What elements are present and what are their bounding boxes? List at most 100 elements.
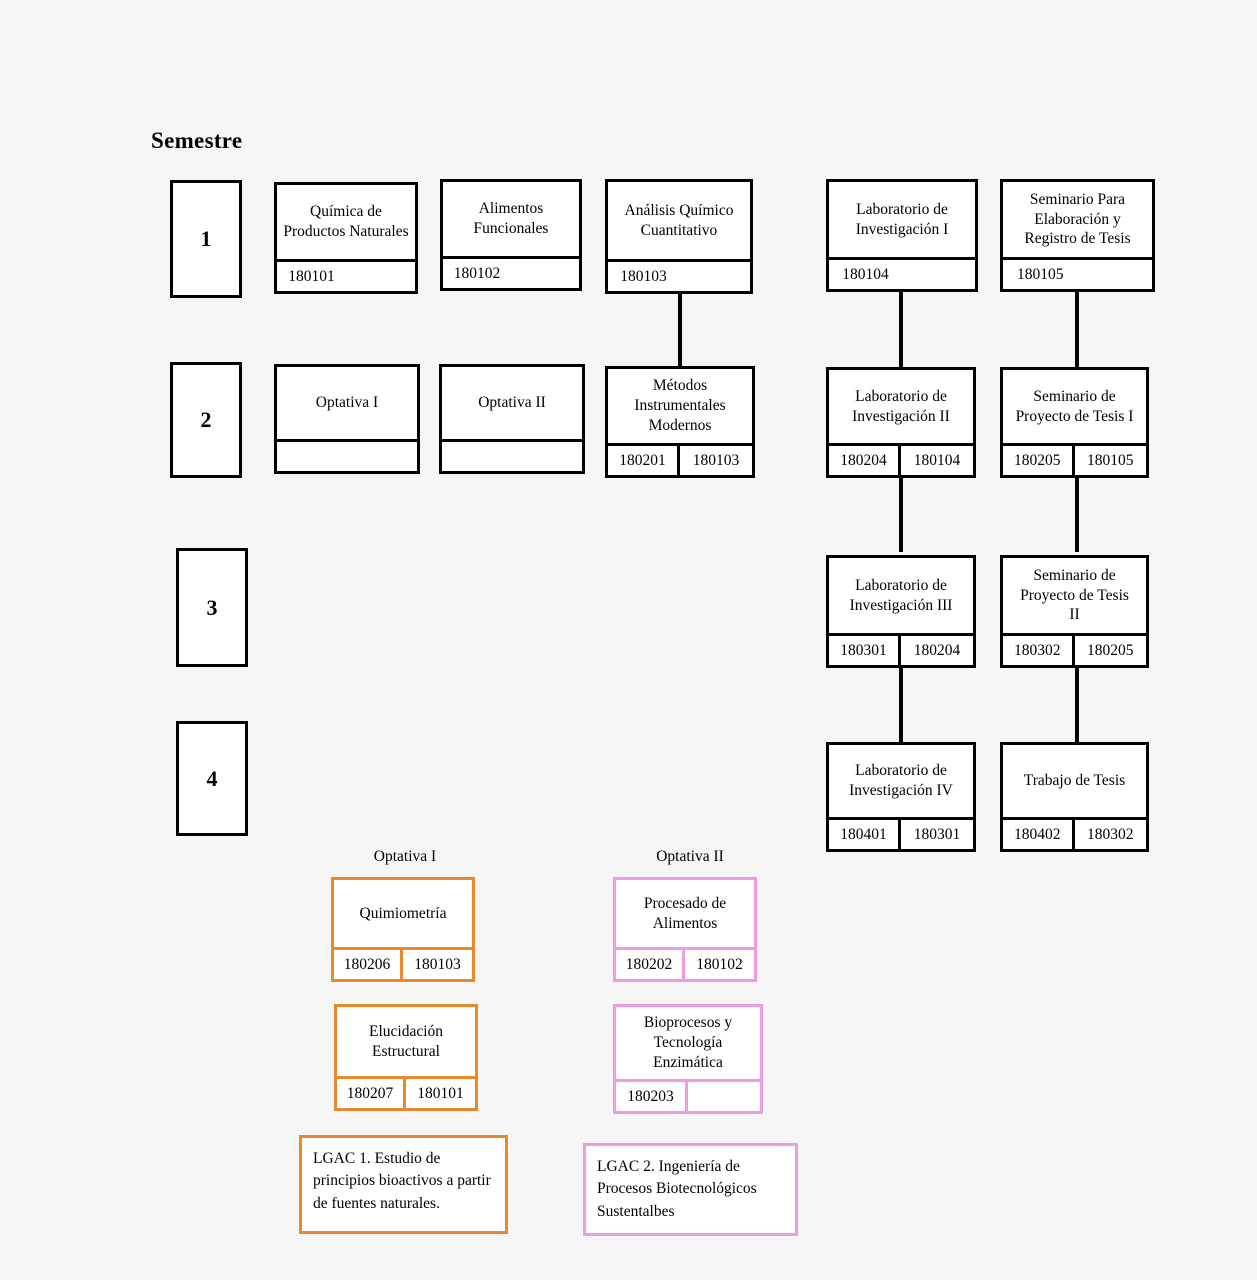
course-prereq: 180104: [913, 451, 961, 469]
connector-proyecto2-to-trabajo: [1075, 668, 1079, 742]
course-prereq: [511, 259, 579, 288]
course-codes: 180207 180101: [337, 1076, 475, 1108]
course-code: 180302: [1003, 636, 1075, 665]
course-title: Trabajo de Tesis: [1023, 772, 1126, 790]
course-optativa-2-slot[interactable]: Optativa II: [439, 364, 585, 474]
course-prereq: 180301: [913, 825, 961, 843]
course-codes: [277, 439, 417, 471]
course-codes: 180204 180104: [829, 443, 973, 475]
course-codes: 180203: [616, 1079, 760, 1111]
connector-seminario-to-proyecto1: [1075, 290, 1079, 367]
group-label-optativa-2: Optativa II: [656, 848, 724, 865]
group-label-optativa-1: Optativa I: [373, 848, 437, 865]
course-codes: 180301 180204: [829, 633, 973, 665]
connector-lab3-to-lab4: [899, 668, 903, 742]
course-code: 180402: [1003, 820, 1075, 849]
course-prereq: [347, 442, 417, 471]
semester-label: 3: [206, 594, 218, 620]
course-code: 180203: [616, 1082, 688, 1111]
course-codes: [442, 439, 582, 471]
course-code: [277, 442, 347, 471]
semester-box-3: 3: [176, 548, 248, 667]
course-prereq: 180302: [1087, 825, 1134, 843]
course-codes: 180103: [608, 259, 750, 291]
course-code: 180206: [334, 950, 403, 979]
course-codes: 180205 180105: [1003, 443, 1146, 475]
course-codes: 180102: [443, 256, 579, 288]
course-optativa-1-slot[interactable]: Optativa I: [274, 364, 420, 474]
connector-lab2-to-lab3: [899, 478, 903, 552]
connector-analisis-to-metodos: [678, 293, 682, 366]
course-codes: 180206 180103: [334, 947, 472, 979]
course-prereq: [902, 260, 975, 289]
course-prereq: 180101: [417, 1084, 464, 1102]
course-code: 180101: [288, 267, 335, 285]
course-code: [442, 442, 512, 471]
semester-label: 2: [200, 407, 212, 432]
course-codes: 180202 180102: [616, 947, 754, 979]
course-prereq: 180205: [1087, 641, 1134, 659]
semester-box-2: 2: [170, 362, 242, 478]
course-code: 180103: [620, 267, 667, 285]
course-codes: 180402 180302: [1003, 817, 1146, 849]
course-code: 180102: [453, 264, 501, 282]
semester-box-4: 4: [176, 721, 248, 836]
legend-lgac-1: LGAC 1. Estudio de principios bioactivos…: [299, 1135, 508, 1234]
semester-box-1: 1: [170, 180, 242, 298]
semester-label: 1: [200, 226, 212, 251]
course-code: 180301: [829, 636, 901, 665]
course-title: Optativa II: [478, 394, 546, 412]
course-codes: 180201 180103: [608, 443, 752, 475]
course-trabajo-de-tesis[interactable]: Trabajo de Tesis 180402 180302: [1000, 742, 1149, 852]
course-prereq: 180102: [696, 955, 743, 973]
course-code: 180105: [1017, 265, 1064, 283]
course-code: 180205: [1003, 446, 1075, 475]
course-codes: 180101: [277, 259, 415, 291]
course-prereq: 180204: [913, 641, 961, 659]
course-codes: 180105: [1003, 257, 1152, 289]
course-prereq: [346, 262, 415, 291]
course-code: 180202: [616, 950, 685, 979]
course-codes: 180302 180205: [1003, 633, 1146, 665]
course-prereq: [512, 442, 582, 471]
page-title: Semestre: [151, 128, 243, 153]
course-title: Quimiometría: [359, 904, 447, 922]
course-quimiometria[interactable]: Quimiometría 180206 180103: [331, 877, 475, 982]
connector-proyecto1-to-proyecto2: [1075, 478, 1079, 552]
course-prereq: 180103: [692, 451, 740, 469]
course-code: 180204: [829, 446, 901, 475]
connector-lab1-to-lab2: [899, 290, 903, 367]
course-code: 180401: [829, 820, 901, 849]
course-code: 180201: [608, 446, 680, 475]
course-code: 180104: [842, 265, 889, 283]
course-prereq: [1078, 260, 1153, 289]
course-codes: 180401 180301: [829, 817, 973, 849]
